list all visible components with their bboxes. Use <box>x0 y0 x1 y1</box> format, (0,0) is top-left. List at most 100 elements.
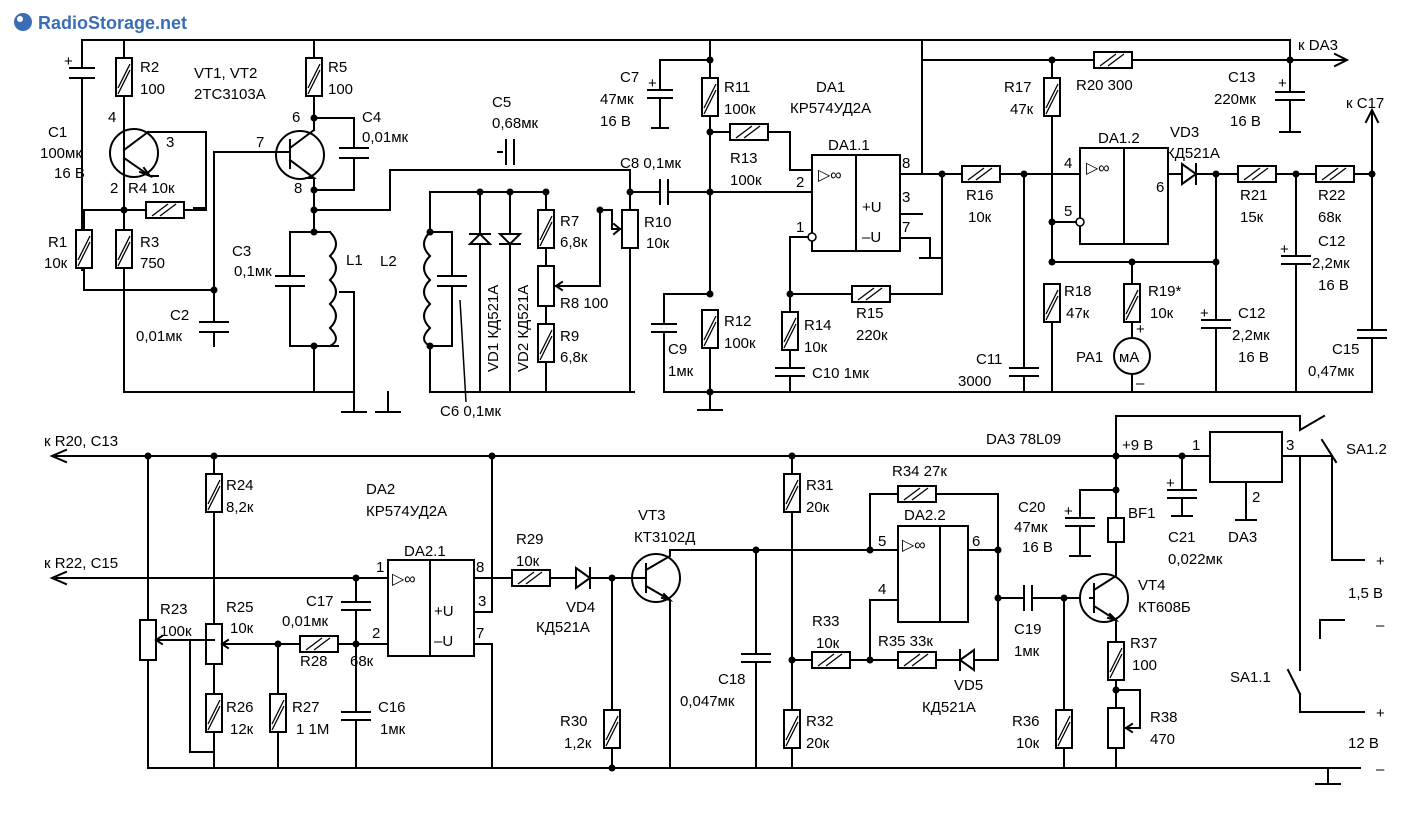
c17-value: 0,01мк <box>282 613 329 630</box>
c1-voltage: 16 В <box>54 165 85 182</box>
c18-label: C18 <box>718 671 746 688</box>
v15-minus: – <box>1376 617 1385 634</box>
c8-label: C8 0,1мк <box>620 155 682 172</box>
c12a-label: C12 <box>1318 233 1346 250</box>
c11-label: C11 <box>976 351 1002 368</box>
junction-dot <box>596 206 604 214</box>
da21-pin-3: 3 <box>478 593 486 610</box>
da1-type: КР574УД2А <box>790 100 871 117</box>
schematic-text: + <box>1278 75 1287 92</box>
r28-label: R28 <box>300 653 328 670</box>
r28-value: 68к <box>350 653 374 670</box>
v15-plus: + <box>1376 553 1385 570</box>
junction-dot <box>1212 258 1220 266</box>
schematic-wire <box>497 191 523 393</box>
c2-label: C2 <box>170 307 189 324</box>
da11-pin-7: 7 <box>902 219 910 236</box>
schematic-wire <box>117 235 131 267</box>
schematic-wire <box>328 230 337 348</box>
r24-label: R24 <box>226 477 254 494</box>
r14-value: 10к <box>804 339 828 356</box>
r18-value: 47к <box>1066 305 1090 322</box>
r25-label: R25 <box>226 599 254 616</box>
schematic-wire <box>305 637 331 651</box>
schematic-wire <box>1045 289 1059 321</box>
sa1-2-label: SA1.2 <box>1346 441 1387 458</box>
da2-2-opamp <box>897 525 969 623</box>
da2-1-plus-u: +U <box>434 603 454 620</box>
r9-value: 6,8к <box>560 349 588 366</box>
schematic-wire <box>341 643 371 769</box>
vt2-pin-7: 7 <box>256 134 264 151</box>
schematic-wire <box>660 592 674 602</box>
schematic-wire <box>647 59 711 129</box>
c3-label: C3 <box>232 243 251 260</box>
da12-pin-6: 6 <box>1156 179 1164 196</box>
vd4-type: КД521А <box>536 619 590 636</box>
schematic-wire <box>539 215 553 247</box>
da2-type: КР574УД2А <box>366 503 447 520</box>
schematic-wire <box>1235 481 1257 521</box>
da2-1-symbol: ▷∞ <box>392 571 416 588</box>
schematic-wire <box>1099 53 1125 67</box>
da1-1-plus-u: +U <box>862 199 882 216</box>
c13-value: 220мк <box>1214 91 1256 108</box>
r15-label: R15 <box>856 305 884 322</box>
c19-value: 1мк <box>1014 643 1040 660</box>
c9-label: C9 <box>668 341 687 358</box>
vt4-label: VT4 <box>1138 577 1166 594</box>
r20-label: R20 300 <box>1076 77 1133 94</box>
r18-label: R18 <box>1064 283 1092 300</box>
schematic-wire <box>1201 173 1231 393</box>
c6-label: C6 0,1мк <box>440 403 502 420</box>
junction-dot <box>706 188 714 196</box>
schematic-text: + <box>1200 305 1209 322</box>
r2-label: R2 <box>140 59 159 76</box>
r21-label: R21 <box>1240 187 1268 204</box>
schematic-wire <box>267 128 316 211</box>
schematic-wire <box>605 715 619 747</box>
vd2-label: VD2 КД521А <box>515 285 532 372</box>
c13-label: C13 <box>1228 69 1256 86</box>
da1-2-symbol: ▷∞ <box>1086 160 1110 177</box>
da11-pin-3: 3 <box>902 189 910 206</box>
schematic-wire <box>429 345 635 393</box>
junction-dot <box>310 228 318 236</box>
da3-label: DA3 78L09 <box>986 431 1061 448</box>
r21-value: 15к <box>1240 209 1264 226</box>
c15-label: C15 <box>1332 341 1360 358</box>
watermark-logo: RadioStorage.net <box>14 13 187 33</box>
r3-label: R3 <box>140 234 159 251</box>
label-to-r22-c15: к R22, C15 <box>44 555 118 572</box>
v12-minus: – <box>1376 761 1385 778</box>
r17-value: 47к <box>1010 101 1034 118</box>
schematic-wire <box>517 571 543 585</box>
vd5-type: КД521А <box>922 699 976 716</box>
schematic-wire <box>817 653 843 667</box>
c1-label: C1 <box>48 124 67 141</box>
r19-label: R19* <box>1148 283 1182 300</box>
schematic-wire <box>1115 414 1326 432</box>
r11-label: R11 <box>724 79 750 96</box>
da12-pin-5: 5 <box>1064 203 1072 220</box>
component-body <box>1237 165 1277 183</box>
schematic-wire <box>1333 52 1350 68</box>
schematic-wire <box>307 63 321 95</box>
junction-dot <box>210 452 218 460</box>
r37-label: R37 <box>1130 635 1158 652</box>
r30-value: 1,2к <box>564 735 592 752</box>
c12a-value: 2,2мк <box>1312 255 1350 272</box>
pa1-unit: мА <box>1119 349 1139 366</box>
schematic-wire <box>857 287 883 301</box>
schematic-text: + <box>1280 241 1289 258</box>
r14-label: R14 <box>804 317 832 334</box>
vt4-type: КТ608Б <box>1138 599 1191 616</box>
da3-bottom-label: DA3 <box>1228 529 1257 546</box>
r13-label: R13 <box>730 150 758 167</box>
c4-label: C4 <box>362 109 381 126</box>
r31-label: R31 <box>806 477 834 494</box>
c12b-voltage: 16 В <box>1238 349 1269 366</box>
junction-dot <box>506 188 514 196</box>
da3-pin-1: 1 <box>1192 437 1200 454</box>
